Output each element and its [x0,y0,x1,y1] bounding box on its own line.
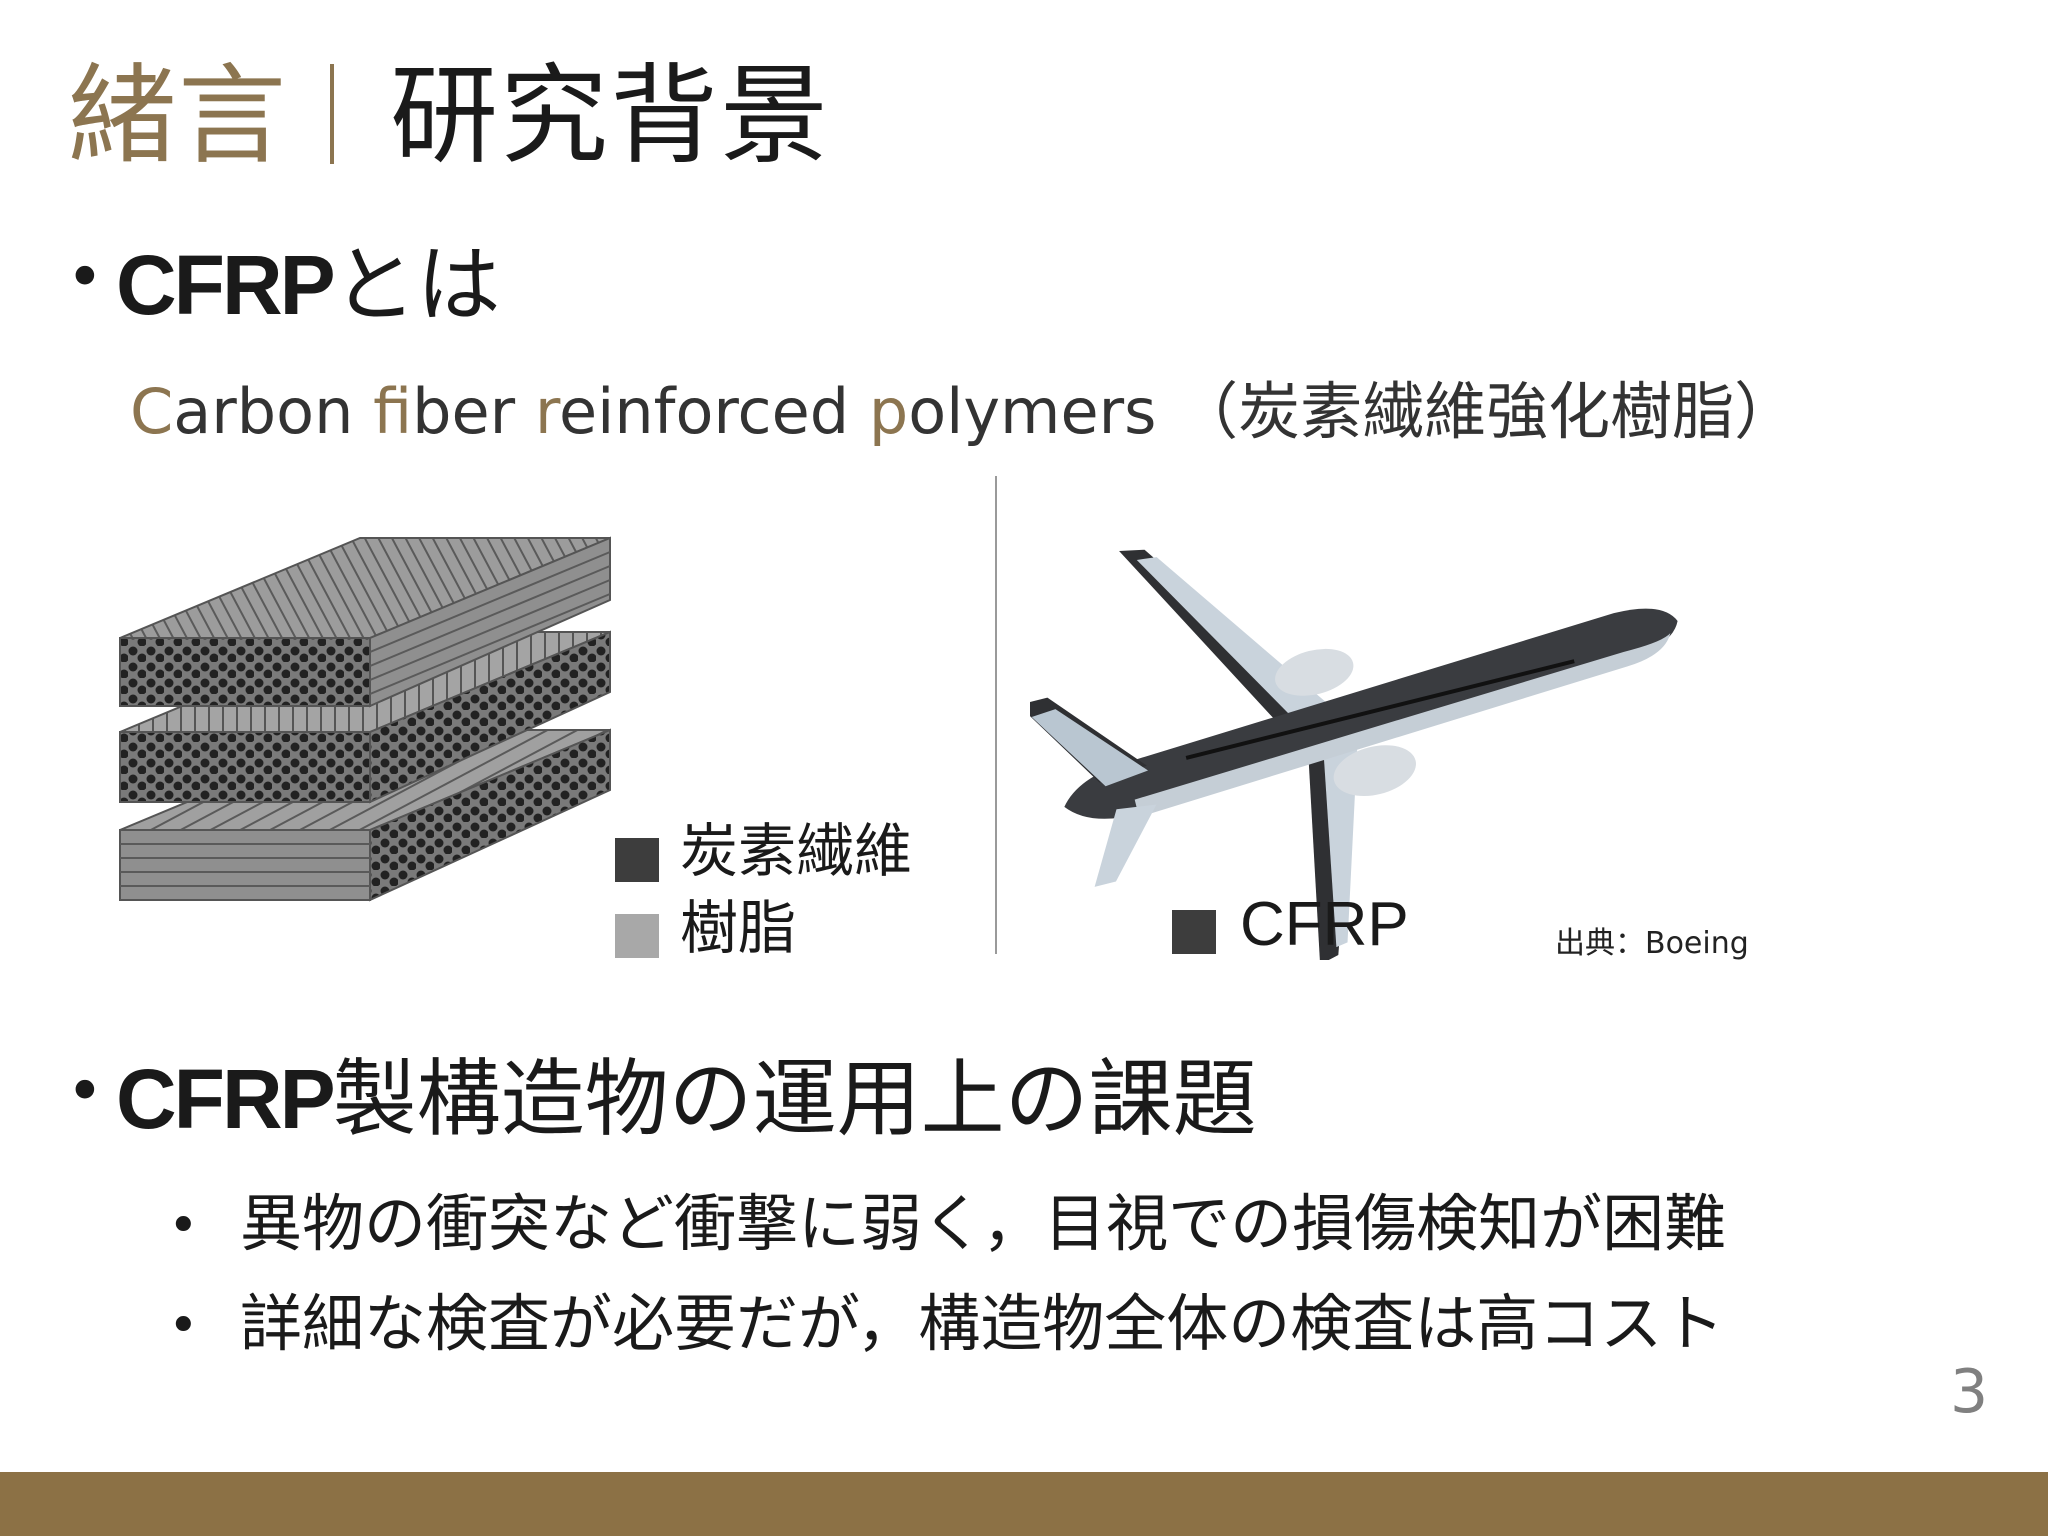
challenge-item: 異物の衝突など衝撃に弱く，目視での損傷検知が困難 [240,1187,1727,1260]
challenge-item: 詳細な検査が必要だが，構造物全体の検査は高コスト [240,1287,1725,1360]
initial-c: C [130,375,174,448]
page-title: 研究背景 [390,54,831,179]
word-polymers: olymers [908,375,1177,448]
japanese-name: （炭素繊維強化樹脂） [1176,375,1797,448]
page-number: 3 [1950,1357,1989,1427]
legend-swatch-fiber [615,838,659,882]
heading-rest: とは [332,236,501,334]
airplane-image [1030,549,1678,960]
heading-bold-term: CFRP [116,1052,336,1146]
bullet-dot: • [66,1055,104,1129]
initial-r: r [534,375,559,448]
figure-divider [995,476,997,954]
legend-label-fiber: 炭素繊維 [680,817,913,885]
word-carbon: arbon [173,375,374,448]
legend-label-resin: 樹脂 [680,894,797,962]
initial-p: p [868,375,909,448]
sub-bullet-dot: • [168,1196,199,1256]
word-fiber: iber [412,375,535,448]
cfrp-laminate-illustration [119,536,611,902]
title-divider [330,64,334,164]
legend-swatch-resin [615,914,659,958]
legend-swatch-cfrp [1172,910,1216,954]
bullet-dot: • [66,241,104,315]
sub-bullet-dot: • [168,1296,199,1356]
legend-label-cfrp: CFRP [1240,890,1409,959]
word-reinforced: einforced [558,375,869,448]
cfrp-full-name: Carbon fiber reinforced polymers （炭素繊維強化… [130,372,1796,452]
footer-bar [0,1472,2048,1536]
heading-rest: 製構造物の運用上の課題 [332,1050,1257,1148]
section-heading-cfrp: CFRPとは [116,230,501,340]
image-source-credit: 出典：Boeing [1555,926,1749,961]
title-prefix: 緒言 [68,54,289,179]
laminate-layer-top [119,536,611,708]
heading-bold-term: CFRP [116,238,336,332]
initial-f: f [373,375,413,448]
section-heading-challenges: CFRP製構造物の運用上の課題 [116,1044,1257,1154]
